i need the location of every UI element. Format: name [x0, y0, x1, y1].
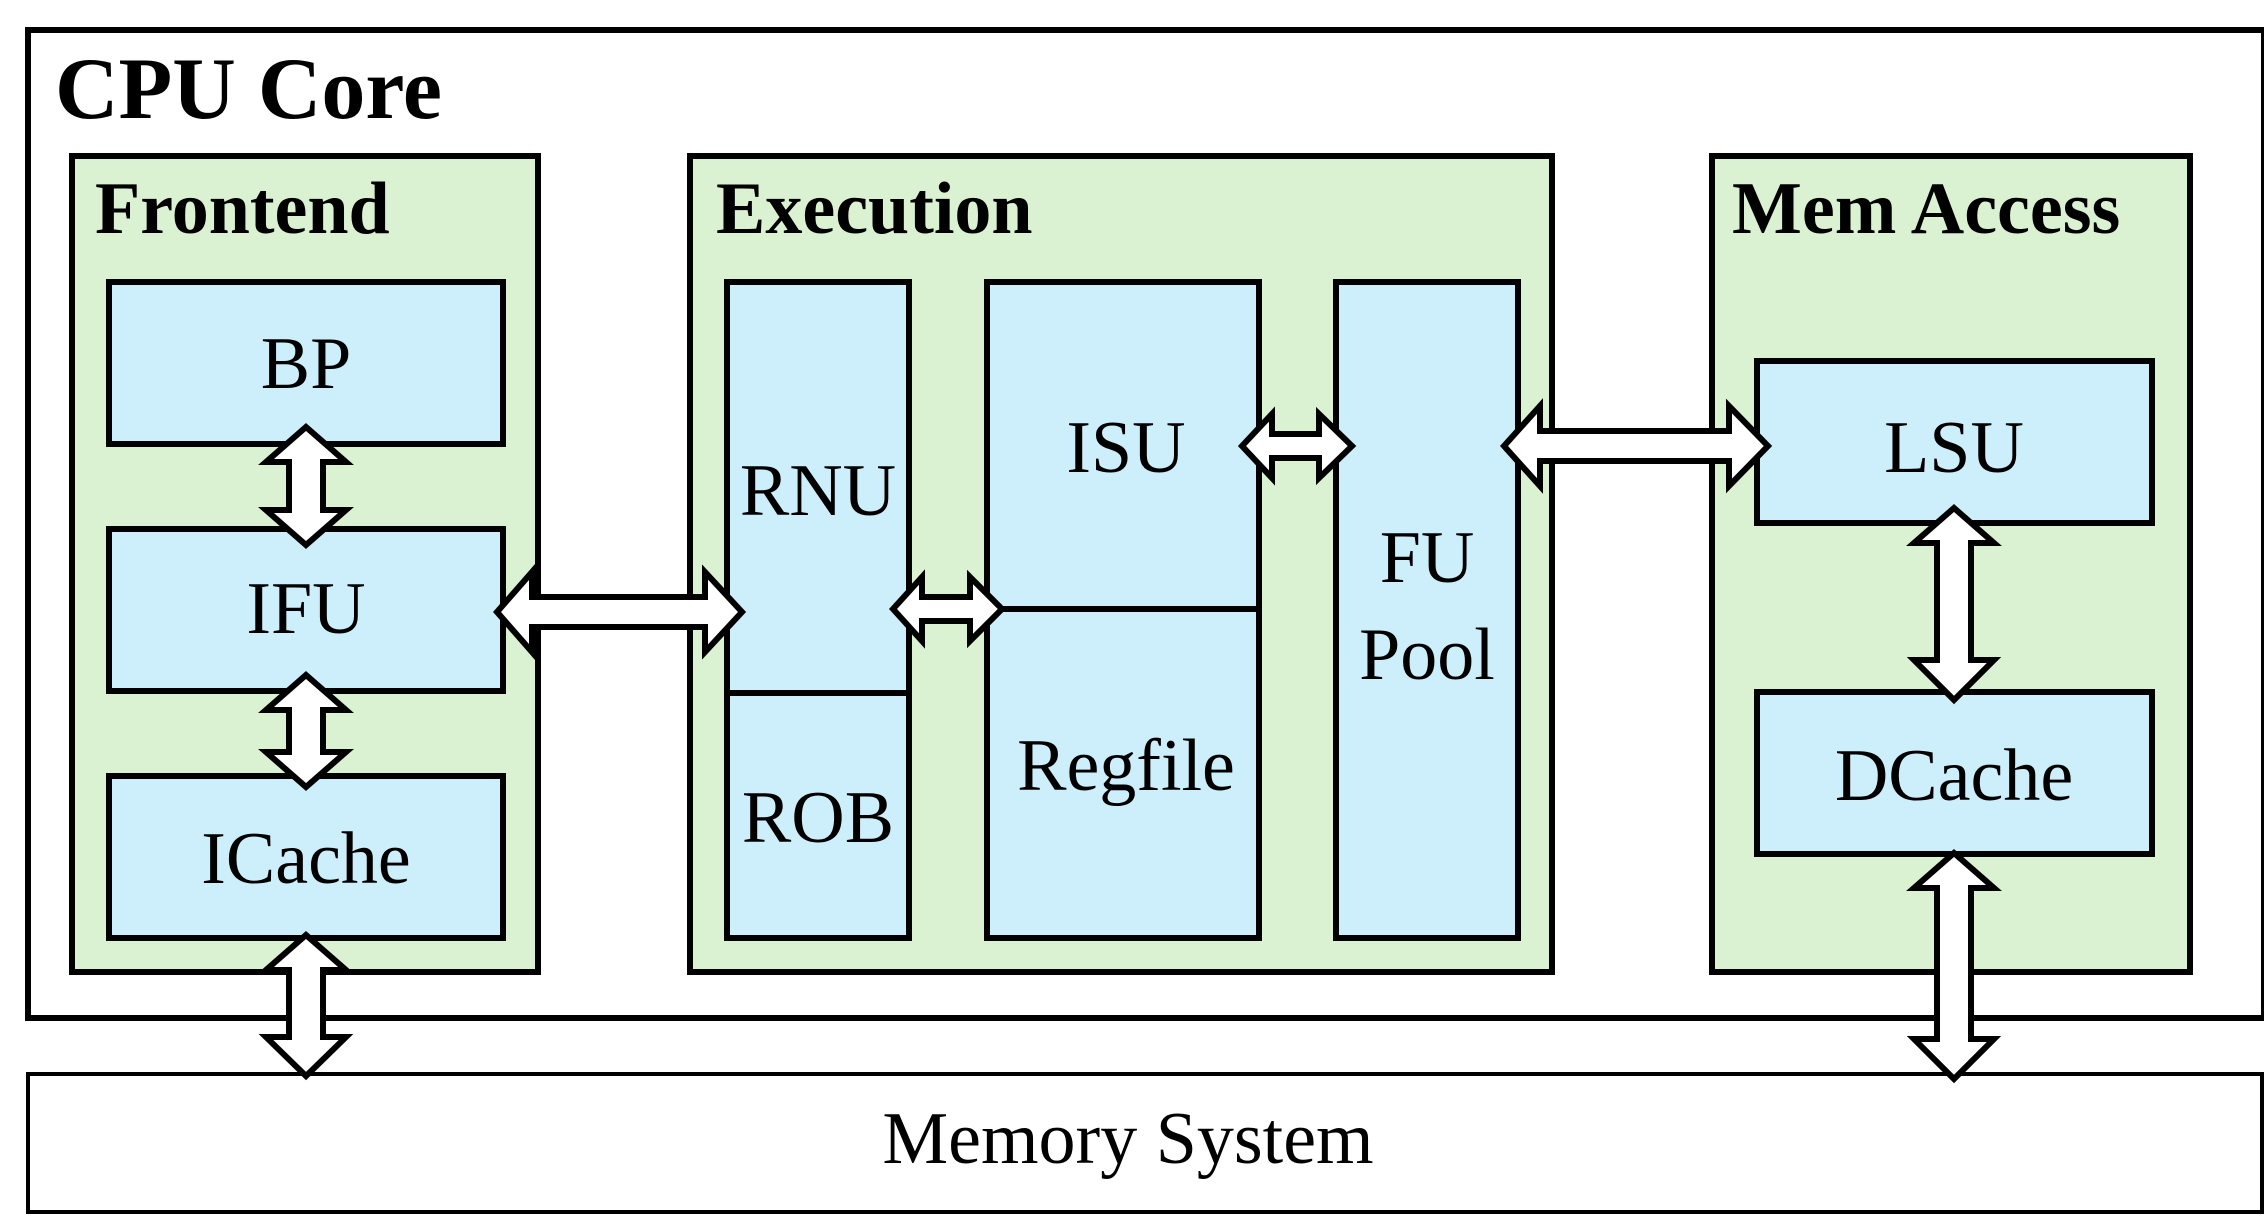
icache-label: ICache	[201, 818, 411, 900]
rob-label: ROB	[742, 777, 894, 859]
rnu-box	[724, 279, 912, 696]
rnu-label: RNU	[740, 450, 896, 532]
fupool-lsu-arrow	[1499, 398, 1773, 494]
isu-label: ISU	[1066, 407, 1185, 489]
mem-access-label: Mem Access	[1732, 168, 2120, 250]
lsu-dcache-arrow	[1906, 504, 2002, 705]
memory-system-label: Memory System	[882, 1098, 1373, 1180]
bp-ifu-arrow	[258, 423, 354, 549]
ifu-rnu-arrow	[493, 564, 747, 660]
fu-pool-label-line2: Pool	[1359, 614, 1495, 696]
execution-label: Execution	[716, 168, 1033, 250]
icache-box	[106, 773, 506, 941]
frontend-label: Frontend	[95, 168, 390, 250]
regfile-label: Regfile	[1017, 725, 1235, 807]
cpu-core-title: CPU Core	[55, 41, 442, 138]
icache-memory-arrow	[258, 931, 354, 1081]
fu-pool-label-line1: FU	[1380, 517, 1475, 599]
ifu-icache-arrow	[258, 671, 354, 791]
dcache-label: DCache	[1835, 735, 2073, 817]
lsu-label: LSU	[1884, 407, 2024, 489]
fu-pool-box	[1333, 279, 1521, 941]
dcache-memory-arrow	[1906, 849, 2002, 1084]
ifu-label: IFU	[246, 568, 365, 650]
rnu-isu-arrow	[888, 569, 1007, 649]
bp-label: BP	[261, 323, 352, 405]
regfile-box	[984, 606, 1262, 941]
isu-fupool-arrow	[1237, 406, 1357, 486]
memory-system-box	[26, 1072, 2264, 1214]
rob-box	[724, 690, 912, 941]
dcache-box	[1754, 689, 2155, 857]
